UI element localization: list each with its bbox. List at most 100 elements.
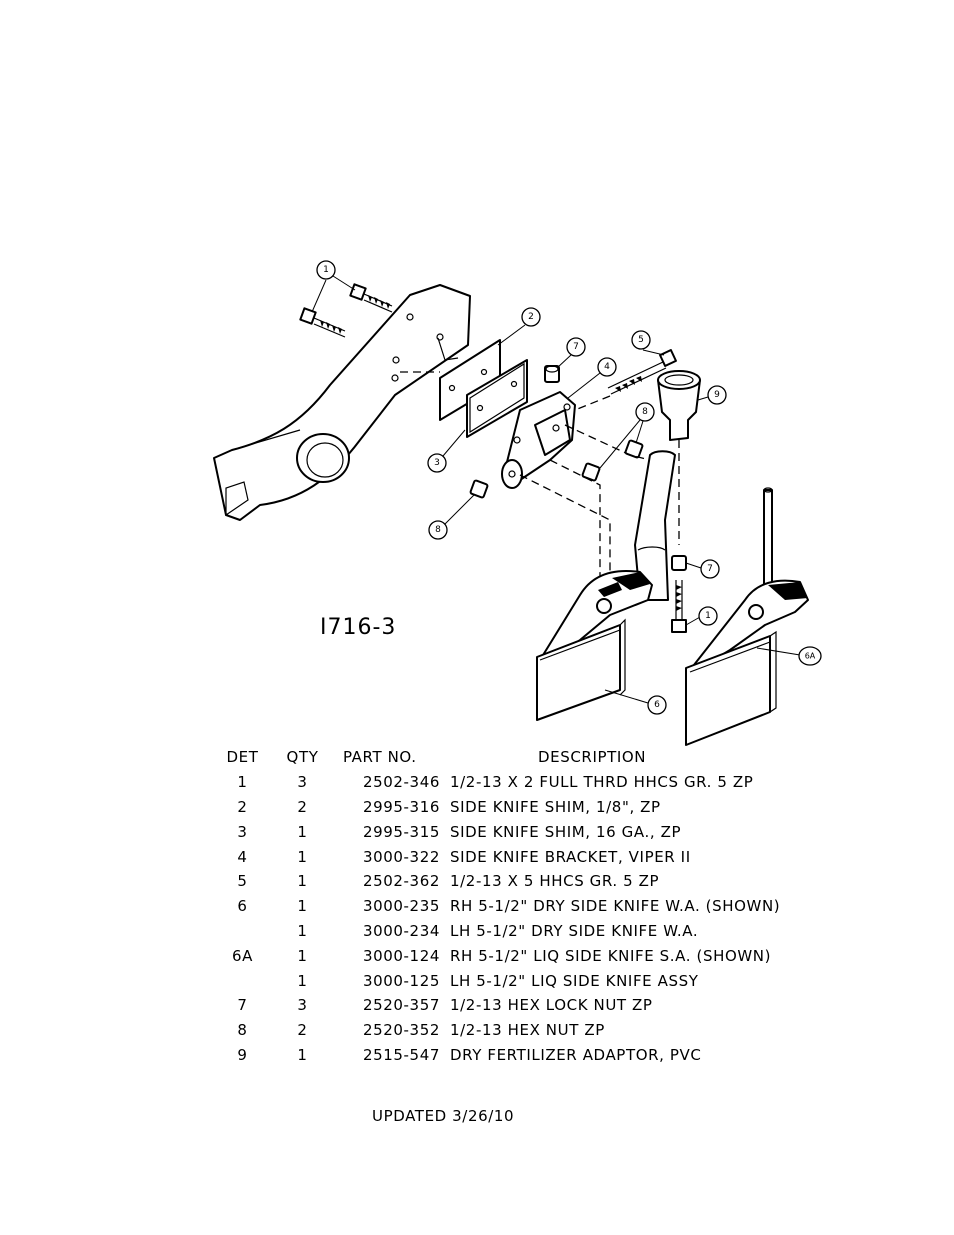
fertilizer-adaptor bbox=[657, 370, 701, 441]
callout-9: 9 bbox=[697, 385, 727, 405]
cell-qty: 3 bbox=[297, 773, 308, 792]
cell-qty: 2 bbox=[297, 797, 308, 816]
cell-det: 5 bbox=[237, 872, 248, 891]
cell-part-no: 2515-547 bbox=[362, 1045, 440, 1064]
cell-description: SIDE KNIFE BRACKET, VIPER II bbox=[450, 847, 691, 866]
cell-description: LH 5-1/2" DRY SIDE KNIFE W.A. bbox=[450, 921, 699, 940]
table-row: 6 1 3000-235 RH 5-1/2" DRY SIDE KNIFE W.A. … bbox=[215, 894, 780, 919]
svg-text:7: 7 bbox=[707, 564, 713, 574]
svg-text:8: 8 bbox=[435, 525, 441, 535]
header-det: DET bbox=[226, 748, 259, 767]
svg-text:5: 5 bbox=[638, 335, 644, 345]
cell-det: 2 bbox=[237, 797, 248, 816]
cell-det: 8 bbox=[237, 1021, 248, 1040]
callout-7-right: 8 bbox=[599, 402, 655, 469]
cell-description: 1/2-13 HEX NUT ZP bbox=[450, 1021, 605, 1040]
cell-part-no: 3000-124 bbox=[362, 946, 440, 965]
cell-det: 7 bbox=[237, 996, 248, 1015]
side-knife-bracket bbox=[501, 391, 576, 489]
svg-text:1: 1 bbox=[705, 611, 711, 621]
svg-text:6A: 6A bbox=[805, 652, 816, 661]
cell-part-no: 3000-322 bbox=[362, 847, 440, 866]
callout-2: 2 bbox=[497, 307, 541, 346]
cell-det bbox=[215, 919, 270, 944]
cell-description: SIDE KNIFE SHIM, 1/8", ZP bbox=[450, 797, 661, 816]
table-row: 7 3 2520-357 1/2-13 HEX LOCK NUT ZP bbox=[215, 993, 780, 1018]
svg-text:4: 4 bbox=[604, 362, 610, 372]
liquid-side-knife bbox=[685, 487, 809, 746]
table-row: 5 1 2502-362 1/2-13 X 5 HHCS GR. 5 ZP bbox=[215, 869, 780, 894]
cell-det: 6 bbox=[237, 897, 248, 916]
cell-det: 4 bbox=[237, 847, 248, 866]
callout-1-bottom: 1 bbox=[685, 606, 718, 626]
shims bbox=[439, 339, 528, 438]
cell-qty: 2 bbox=[297, 1021, 308, 1040]
cell-part-no: 2502-346 bbox=[362, 773, 440, 792]
cell-det: 1 bbox=[237, 773, 248, 792]
cell-part-no: 2520-352 bbox=[362, 1021, 440, 1040]
cell-description: SIDE KNIFE SHIM, 16 GA., ZP bbox=[450, 822, 682, 841]
callout-5: 5 bbox=[631, 330, 665, 356]
svg-text:8: 8 bbox=[642, 407, 648, 417]
cell-det: 6A bbox=[231, 946, 253, 965]
vertical-bolt bbox=[671, 555, 687, 633]
cell-part-no: 3000-234 bbox=[362, 921, 440, 940]
cell-description: 1/2-13 X 5 HHCS GR. 5 ZP bbox=[450, 872, 660, 891]
callout-7-left: 8 bbox=[428, 494, 475, 540]
table-row: 8 2 2520-352 1/2-13 HEX NUT ZP bbox=[215, 1018, 780, 1043]
header-description: DESCRIPTION bbox=[538, 748, 647, 767]
table-header-row: DET QTY PART NO. DESCRIPTION bbox=[215, 745, 780, 770]
cell-part-no: 3000-125 bbox=[362, 971, 440, 990]
cell-det: 9 bbox=[237, 1045, 248, 1064]
svg-text:1: 1 bbox=[323, 265, 329, 275]
table-row: 9 1 2515-547 DRY FERTILIZER ADAPTOR, PVC bbox=[215, 1043, 780, 1068]
svg-text:7: 7 bbox=[573, 342, 579, 352]
callout-8-bottom: 7 bbox=[685, 559, 720, 579]
cell-part-no: 2995-316 bbox=[362, 797, 440, 816]
header-qty: QTY bbox=[286, 748, 319, 767]
svg-text:2: 2 bbox=[528, 312, 534, 322]
cell-description: 1/2-13 X 2 FULL THRD HHCS GR. 5 ZP bbox=[450, 773, 754, 792]
long-bolt bbox=[607, 349, 677, 395]
cell-qty: 1 bbox=[297, 1045, 308, 1064]
dry-side-knife bbox=[536, 450, 676, 721]
cell-qty: 1 bbox=[297, 847, 308, 866]
cell-part-no: 2520-357 bbox=[362, 996, 440, 1015]
hex-nut-top bbox=[544, 365, 560, 383]
cell-det: 3 bbox=[237, 822, 248, 841]
callout-4: 4 bbox=[567, 357, 617, 399]
table-row: 1 3000-234 LH 5-1/2" DRY SIDE KNIFE W.A. bbox=[215, 919, 780, 944]
callout-6A: 6A bbox=[756, 646, 822, 666]
cell-qty: 3 bbox=[297, 996, 308, 1015]
svg-text:6: 6 bbox=[654, 700, 660, 710]
cell-part-no: 2995-315 bbox=[362, 822, 440, 841]
cell-det bbox=[215, 968, 270, 993]
cell-description: RH 5-1/2" LIQ SIDE KNIFE S.A. (SHOWN) bbox=[450, 946, 772, 965]
header-part-no: PART NO. bbox=[343, 748, 417, 767]
cell-qty: 1 bbox=[297, 872, 308, 891]
shank-arm bbox=[213, 284, 471, 521]
cell-part-no: 2502-362 bbox=[362, 872, 440, 891]
figure-label: I716-3 bbox=[320, 615, 397, 640]
cell-qty: 1 bbox=[297, 897, 308, 916]
svg-text:3: 3 bbox=[434, 458, 440, 468]
table-row: 4 1 3000-322 SIDE KNIFE BRACKET, VIPER II bbox=[215, 844, 780, 869]
updated-date: UPDATED 3/26/10 bbox=[372, 1107, 515, 1125]
cell-description: RH 5-1/2" DRY SIDE KNIFE W.A. (SHOWN) bbox=[450, 897, 781, 916]
callout-8-top: 7 bbox=[556, 337, 586, 369]
exploded-assembly-drawing: 1 2 3 4 5 7 9 8 8 7 1 6 bbox=[213, 260, 822, 746]
cell-description: DRY FERTILIZER ADAPTOR, PVC bbox=[450, 1045, 702, 1064]
callout-3: 3 bbox=[427, 429, 466, 473]
cell-part-no: 3000-235 bbox=[362, 897, 440, 916]
table-row: 3 1 2995-315 SIDE KNIFE SHIM, 16 GA., ZP bbox=[215, 819, 780, 844]
callout-6: 6 bbox=[604, 689, 667, 715]
svg-text:9: 9 bbox=[714, 390, 720, 400]
table-row: 1 3 2502-346 1/2-13 X 2 FULL THRD HHCS GR. … bbox=[215, 770, 780, 795]
cell-qty: 1 bbox=[297, 822, 308, 841]
callout-1-top: 1 bbox=[311, 260, 356, 313]
cell-description: 1/2-13 HEX LOCK NUT ZP bbox=[450, 996, 653, 1015]
cell-qty: 1 bbox=[297, 921, 308, 940]
